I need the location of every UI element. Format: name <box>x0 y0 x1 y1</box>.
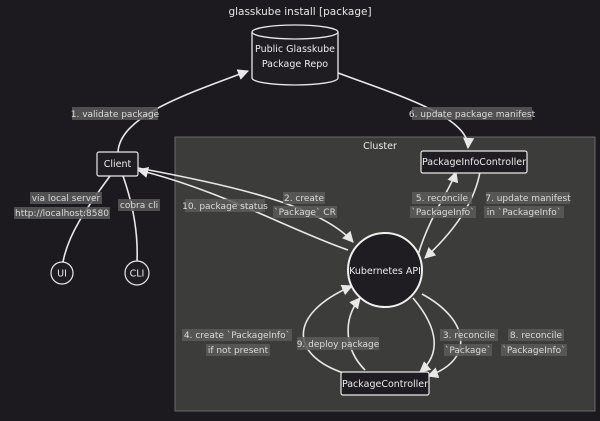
node-cli: CLI <box>124 260 150 286</box>
svg-text:`Package` CR: `Package` CR <box>274 207 336 218</box>
node-ui: UI <box>50 261 74 285</box>
svg-text:in `PackageInfo`: in `PackageInfo` <box>487 207 561 218</box>
svg-text:2. create: 2. create <box>284 194 324 204</box>
edge-reconcile-packageinfo <box>417 170 459 256</box>
svg-text:Public Glasskube: Public Glasskube <box>255 44 335 55</box>
label-reconcile-packageinfo: 5. reconcile `PackageInfo` <box>410 192 476 218</box>
svg-text:7. update manifest: 7. update manifest <box>485 194 571 204</box>
label-create-package-cr: 2. create `Package` CR <box>273 192 337 218</box>
svg-text:9. deploy package: 9. deploy package <box>297 340 380 350</box>
svg-text:cobra cli: cobra cli <box>120 201 158 211</box>
svg-text:5. reconcile: 5. reconcile <box>416 194 469 204</box>
label-package-status: 10. package status <box>182 199 268 212</box>
svg-text:`Package`: `Package` <box>445 345 491 356</box>
label-validate-package: 1. validate package <box>71 107 160 120</box>
svg-text:8. reconcile: 8. reconcile <box>510 331 563 341</box>
svg-text:1. validate package: 1. validate package <box>71 110 160 120</box>
svg-text:if not present: if not present <box>208 346 269 356</box>
label-reconcile-package: 3. reconcile `Package` <box>440 329 498 356</box>
cluster-label: Cluster <box>363 141 397 152</box>
node-client: Client <box>96 151 139 177</box>
svg-text:10. package status: 10. package status <box>182 202 268 212</box>
svg-text:PackageInfoController: PackageInfoController <box>422 157 526 168</box>
label-update-package-manifest: 6. update package manifest <box>409 107 536 120</box>
edge-client-cli <box>122 175 138 263</box>
edge-create-package-cr <box>137 167 354 243</box>
node-package-repo: Public Glasskube Package Repo <box>251 24 339 86</box>
node-packageinfo-controller: PackageInfoController <box>420 150 528 174</box>
svg-text:CLI: CLI <box>130 269 145 280</box>
edge-client-ui <box>62 175 111 263</box>
label-reconcile-packageinfo-2: 8. reconcile `PackageInfo` <box>501 329 567 356</box>
diagram-title: glasskube install [package] <box>228 6 371 18</box>
svg-text:Kubernetes API: Kubernetes API <box>349 266 421 277</box>
edge-update-manifest <box>332 70 475 150</box>
node-package-controller: PackageController <box>340 371 430 396</box>
label-cobra-cli: cobra cli <box>118 199 160 211</box>
svg-text:PackageController: PackageController <box>342 379 428 390</box>
svg-text:`PackageInfo`: `PackageInfo` <box>411 207 474 218</box>
edge-deploy-package <box>347 297 366 371</box>
edge-validate-package <box>117 69 250 153</box>
svg-text:Package Repo: Package Repo <box>262 59 328 70</box>
svg-text:UI: UI <box>57 269 67 280</box>
edge-create-packageinfo <box>302 284 354 376</box>
label-deploy-package: 9. deploy package <box>297 337 380 350</box>
label-create-packageinfo: 4. create `PackageInfo` if not present <box>182 329 292 356</box>
svg-text:4. create `PackageInfo`: 4. create `PackageInfo` <box>184 330 290 341</box>
svg-text:`PackageInfo`: `PackageInfo` <box>502 345 565 356</box>
svg-text:6. update package manifest: 6. update package manifest <box>409 110 536 120</box>
edge-reconcile-package <box>412 297 435 373</box>
svg-text:http://localhost:8580: http://localhost:8580 <box>15 209 109 219</box>
svg-text:via local server: via local server <box>32 194 101 204</box>
node-kubernetes-api: Kubernetes API <box>347 232 423 308</box>
label-update-manifest-in-packageinfo: 7. update manifest in `PackageInfo` <box>484 192 571 218</box>
edge-update-manifest-packageinfo <box>424 171 481 259</box>
svg-text:3. reconcile: 3. reconcile <box>443 331 496 341</box>
svg-text:Client: Client <box>104 159 132 170</box>
label-via-local-server: via local server http://localhost:8580 <box>14 192 110 219</box>
